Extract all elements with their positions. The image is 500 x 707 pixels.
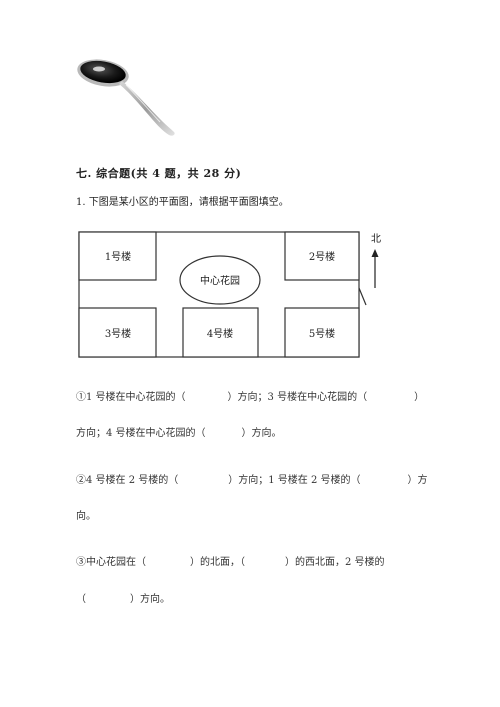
building-5-block	[284, 307, 360, 358]
question-line-1: ①1 号楼在中心花园的（）方向；3 号楼在中心花园的（）	[76, 392, 425, 403]
garden-ellipse	[179, 255, 261, 305]
building-3-label: 3号楼	[105, 327, 131, 340]
building-1-label: 1号楼	[105, 250, 131, 263]
building-2-label: 2号楼	[309, 250, 335, 263]
garden-label: 中心花园	[200, 274, 240, 287]
north-label: 北	[371, 233, 381, 245]
question-line-6: （）方向。	[76, 594, 170, 605]
question-line-2: 方向；4 号楼在中心花园的（）方向。	[76, 428, 282, 439]
question-line-4: 向。	[76, 511, 96, 522]
building-5-label: 5号楼	[309, 327, 335, 340]
building-4-label: 4号楼	[207, 327, 233, 340]
spoon-image	[77, 59, 175, 136]
building-3-block	[78, 307, 157, 358]
site-plan-map: 1号楼 2号楼 3号楼 4号楼 5号楼 中心花园 北	[78, 231, 381, 358]
question-line-5: ③中心花园在（）的北面，（）的西北面，2 号楼的	[76, 557, 385, 568]
question-intro: 1. 下图是某小区的平面图，请根据平面图填空。	[76, 197, 289, 208]
gate-line	[358, 287, 367, 306]
building-2-block	[284, 231, 360, 281]
building-4-block	[182, 307, 259, 358]
question-line-3: ②4 号楼在 2 号楼的（）方向；1 号楼在 2 号楼的（）方	[76, 475, 428, 486]
building-1-block	[78, 231, 157, 281]
section-title: 七. 综合题(共 4 题，共 28 分)	[76, 167, 242, 180]
